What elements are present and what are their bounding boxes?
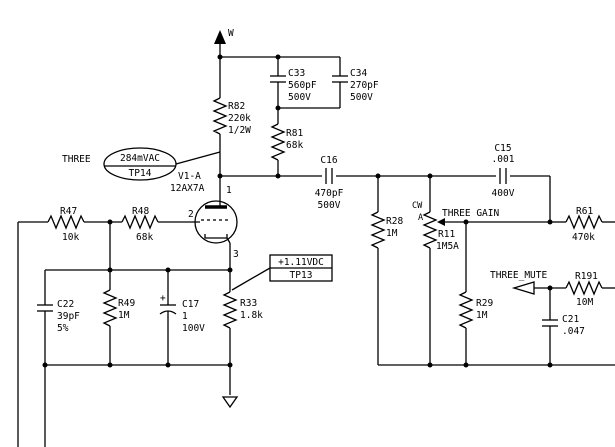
capacitor-c17 (159, 270, 177, 365)
net-three-gain: THREE GAIN (442, 208, 499, 219)
capacitor-c34 (278, 57, 348, 109)
c34-value: 270pF (350, 80, 379, 91)
c22-tolerance: 5% (57, 323, 69, 334)
c16-rating: 500V (318, 200, 341, 211)
c15-rating: 400V (492, 188, 515, 199)
r49-value: 1M (118, 310, 130, 321)
ground-icon (221, 396, 239, 409)
c34-rating: 500V (350, 92, 373, 103)
tube-type: 12AX7A (170, 183, 205, 194)
tube-pin-plate: 1 (226, 185, 232, 196)
capacitor-c22 (37, 304, 53, 365)
c17-polarity: + (160, 293, 166, 304)
c33-ref: C33 (288, 68, 305, 79)
testpoint-tp13 (231, 254, 333, 291)
r11-direction: CW (412, 201, 423, 211)
r28-ref: R28 (386, 216, 403, 227)
c17-ref: C17 (182, 299, 199, 310)
signal-arrow-icon (511, 281, 566, 295)
resistor-r81 (270, 108, 286, 176)
r29-ref: R29 (476, 298, 493, 309)
resistor-r28 (370, 176, 386, 365)
resistor-r48 (121, 214, 200, 230)
resistor-r191 (565, 280, 615, 296)
r47-ref: R47 (60, 206, 77, 217)
c22-value: 39pF (57, 311, 80, 322)
tp14-prefix: THREE (62, 154, 91, 165)
r29-value: 1M (476, 310, 488, 321)
r11-value: 1M5A (436, 241, 459, 252)
r61-ref: R61 (576, 206, 593, 217)
potentiometer-r11 (422, 176, 550, 365)
c15-value: .001 (492, 154, 515, 165)
r11-wiper: A (418, 213, 423, 223)
testpoint-tp14 (103, 147, 221, 181)
c21-ref: C21 (562, 314, 579, 325)
c16-ref: C16 (320, 155, 337, 166)
c33-rating: 500V (288, 92, 311, 103)
r11-ref: R11 (438, 229, 455, 240)
net-three-mute: THREE_MUTE (490, 270, 547, 281)
vacuum-tube-v1a (194, 190, 238, 270)
r47-value: 10k (62, 232, 79, 243)
r191-ref: R191 (575, 271, 598, 282)
resistor-r29 (458, 222, 474, 365)
r33-ref: R33 (240, 298, 257, 309)
r33-value: 1.8k (240, 310, 263, 321)
tube-pin-grid: 2 (188, 209, 194, 220)
c34-ref: C34 (350, 68, 367, 79)
resistor-r61 (550, 214, 615, 230)
capacitor-c15 (496, 168, 551, 220)
capacitor-c16 (322, 168, 336, 184)
tube-pin-cathode: 3 (233, 249, 239, 260)
tp14-reading: 284mVAC (120, 153, 160, 164)
resistor-r47 (47, 214, 122, 230)
tp14-name: TP14 (129, 168, 152, 179)
c17-value: 1 (182, 311, 188, 322)
resistor-r82 (212, 97, 228, 190)
resistor-r33 (222, 270, 238, 395)
supply-arrow-icon (214, 30, 226, 57)
c22-ref: C22 (57, 299, 74, 310)
c17-rating: 100V (182, 323, 205, 334)
supply-label: W (228, 28, 234, 39)
r48-value: 68k (136, 232, 153, 243)
r61-value: 470k (572, 232, 595, 243)
r28-value: 1M (386, 228, 398, 239)
resistor-r49 (102, 270, 118, 365)
tube-ref: V1-A (178, 171, 201, 182)
r81-value: 68k (286, 140, 303, 151)
r82-value: 220k (228, 113, 251, 124)
tp13-reading: +1.11VDC (278, 257, 324, 268)
r81-ref: R81 (286, 128, 303, 139)
r82-ref: R82 (228, 101, 245, 112)
tp13-name: TP13 (290, 270, 313, 281)
c15-ref: C15 (494, 143, 511, 154)
capacitor-c33 (270, 57, 286, 108)
c16-value: 470pF (315, 188, 344, 199)
r48-ref: R48 (132, 206, 149, 217)
r49-ref: R49 (118, 298, 135, 309)
c33-value: 560pF (288, 80, 317, 91)
c21-value: .047 (562, 326, 585, 337)
r82-rating: 1/2W (228, 125, 251, 136)
capacitor-c21 (542, 288, 558, 365)
r191-value: 10M (576, 297, 593, 308)
